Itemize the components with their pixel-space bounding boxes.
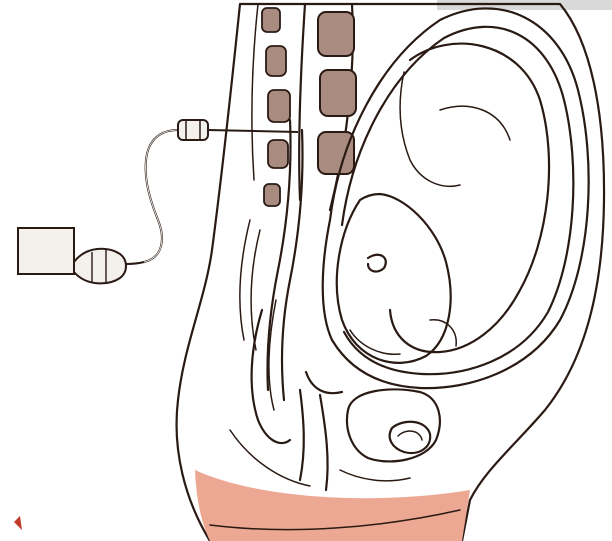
syringe <box>18 228 74 274</box>
vertebra-large <box>318 132 354 174</box>
anterior-vertebrae <box>318 12 356 174</box>
fetus-back <box>400 72 460 186</box>
uterus-wall-inner <box>342 27 573 374</box>
birth-canal <box>320 395 328 490</box>
vertebra-small <box>268 90 290 122</box>
pelvis-contour <box>340 470 410 481</box>
birth-canal <box>306 372 342 393</box>
bladder <box>347 389 440 461</box>
lower-skin-band <box>195 470 470 541</box>
filter-bulb <box>74 249 126 284</box>
catheter-tubing <box>126 130 178 264</box>
corner-mark <box>14 516 22 530</box>
back-contour <box>240 220 250 340</box>
fetus-ear <box>368 255 386 272</box>
back-contour <box>252 4 258 180</box>
epidural-catheter <box>208 130 298 132</box>
fetus-head <box>337 194 451 363</box>
fetus-body <box>390 44 549 353</box>
vertebra-large <box>318 12 354 56</box>
pubic-bone <box>390 422 431 453</box>
vertebra-small <box>262 8 280 32</box>
vertebra-small <box>268 140 288 168</box>
vertebra-large <box>320 70 356 116</box>
vertebra-small <box>264 184 280 206</box>
posterior-vertebrae <box>262 8 290 206</box>
fetus-limb <box>440 106 510 140</box>
birth-canal <box>300 390 304 480</box>
catheter-connector <box>178 120 208 140</box>
vertebra-small <box>266 46 286 76</box>
pubic-bone-inner <box>398 431 422 440</box>
